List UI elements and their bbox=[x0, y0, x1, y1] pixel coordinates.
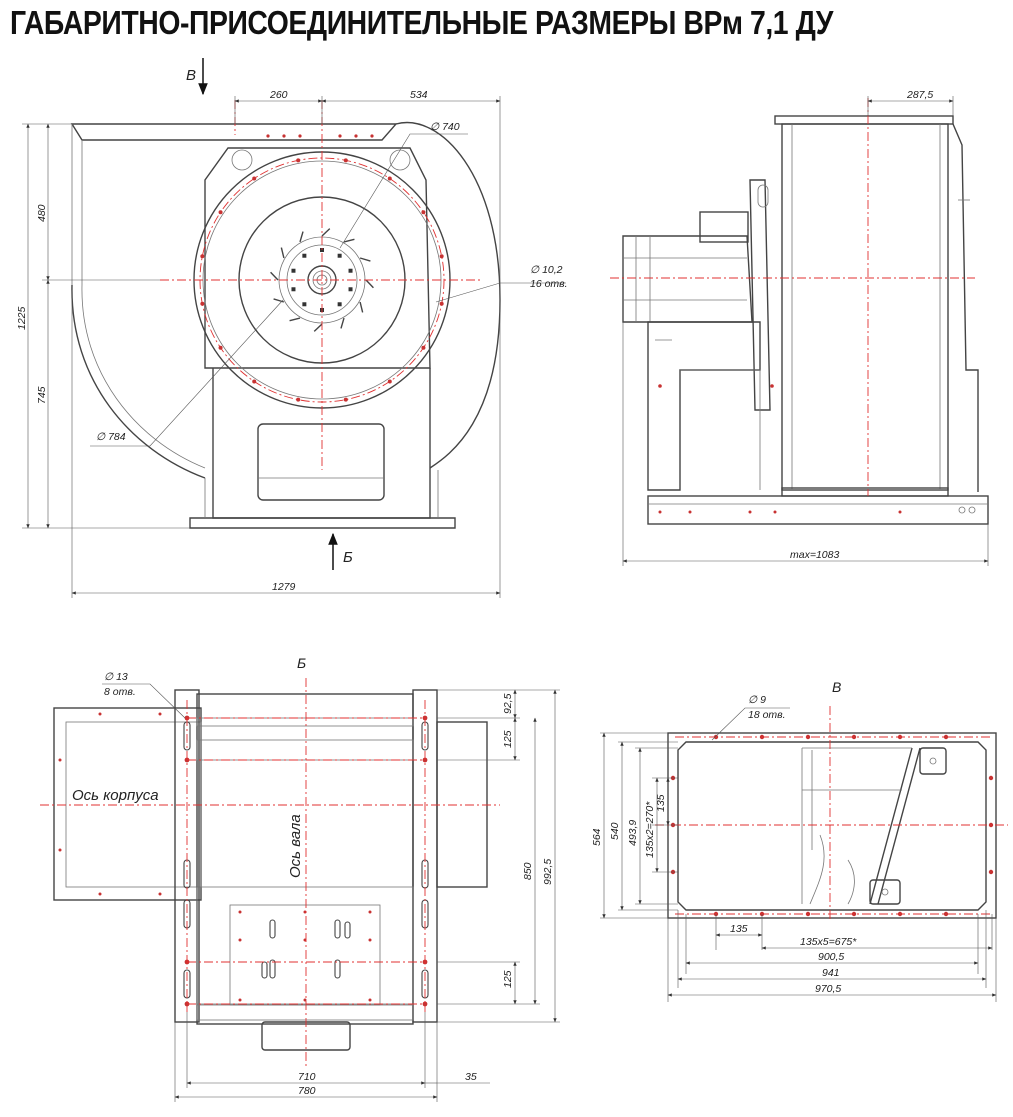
blade-mark bbox=[359, 257, 371, 262]
dim-1225: 1225 bbox=[16, 306, 28, 330]
blade-mark bbox=[343, 238, 355, 243]
flange-hole bbox=[252, 176, 257, 181]
dim-564: 564 bbox=[591, 828, 603, 846]
axis-shaft-label: Ось вала bbox=[287, 814, 304, 878]
dim-540: 540 bbox=[609, 822, 621, 840]
blade-mark bbox=[289, 317, 301, 322]
dim-92-5: 92,5 bbox=[502, 693, 514, 714]
outlet-view: В ∅ 9 18 отв. bbox=[591, 679, 1008, 1002]
blade-mark bbox=[313, 323, 323, 332]
hub-slot bbox=[302, 253, 307, 258]
flange-hole bbox=[387, 379, 392, 384]
dim-260: 260 bbox=[269, 89, 288, 101]
outlet-holes bbox=[670, 734, 994, 917]
dim-287-5: 287,5 bbox=[906, 89, 933, 101]
dim-493-9: 493,9 bbox=[627, 820, 639, 846]
dim-992-5: 992,5 bbox=[542, 859, 554, 885]
flange-hole bbox=[296, 158, 301, 163]
dim-480: 480 bbox=[36, 204, 48, 222]
flange-hole bbox=[296, 397, 301, 402]
flange-hole bbox=[200, 254, 205, 259]
blade-mark bbox=[273, 298, 285, 303]
blade-mark bbox=[321, 228, 331, 237]
page-title: ГАБАРИТНО-ПРИСОЕДИНИТЕЛЬНЫЕ РАЗМЕРЫ ВРм … bbox=[10, 4, 833, 41]
flange-hole bbox=[343, 397, 348, 402]
axis-case-label: Ось корпуса bbox=[72, 787, 159, 804]
flange-hole bbox=[218, 210, 223, 215]
dim-35: 35 bbox=[465, 1071, 477, 1083]
blade-mark bbox=[340, 317, 345, 329]
front-view: В Б 260 534 1225 480 745 1279 ∅ 740 ∅ 10… bbox=[16, 58, 568, 598]
dim-745: 745 bbox=[36, 386, 48, 404]
hole-dia-9: ∅ 9 bbox=[748, 694, 766, 706]
outlet-hole bbox=[943, 734, 949, 740]
flange-holes bbox=[200, 158, 444, 402]
dim-534: 534 bbox=[410, 89, 428, 101]
flange-hole bbox=[387, 176, 392, 181]
hole-count-16: 16 отв. bbox=[530, 278, 568, 290]
dim-135x5: 135x5=675* bbox=[800, 936, 857, 948]
dim-135-horizontal: 135 bbox=[730, 923, 748, 935]
blade-mark bbox=[365, 279, 374, 289]
hub-slot bbox=[337, 302, 342, 307]
outlet-view-label: В bbox=[832, 679, 841, 695]
hub-slot bbox=[291, 287, 296, 292]
mounting-hole bbox=[422, 1001, 428, 1007]
dim-1279: 1279 bbox=[272, 581, 296, 593]
blade-mark bbox=[299, 231, 304, 243]
blade-mark bbox=[359, 301, 364, 313]
dim-900-5: 900,5 bbox=[818, 951, 844, 963]
hub-slot bbox=[348, 268, 353, 273]
bottom-view: Б bbox=[40, 655, 560, 1102]
front-arrow-top-label: В bbox=[186, 67, 196, 84]
hole-count-18: 18 отв. bbox=[748, 709, 786, 721]
dim-850: 850 bbox=[522, 862, 534, 880]
hole-dia-10: ∅ 10,2 bbox=[530, 264, 563, 276]
hub-slot bbox=[348, 287, 353, 292]
dim-941: 941 bbox=[822, 967, 840, 979]
dim-780: 780 bbox=[298, 1085, 316, 1097]
flange-hole bbox=[421, 210, 426, 215]
front-arrow-bottom-label: Б bbox=[343, 549, 353, 566]
dim-dia-784: ∅ 784 bbox=[96, 431, 126, 443]
bottom-view-label: Б bbox=[297, 655, 306, 671]
flange-hole bbox=[343, 158, 348, 163]
hub-slot bbox=[291, 268, 296, 273]
flange-hole bbox=[421, 345, 426, 350]
flange-hole bbox=[439, 254, 444, 259]
hole-count-8: 8 отв. bbox=[104, 686, 136, 698]
flange-hole bbox=[218, 345, 223, 350]
hub-slot bbox=[337, 253, 342, 258]
hub-slot bbox=[302, 302, 307, 307]
dim-125-bottom: 125 bbox=[502, 970, 514, 988]
outlet-hole bbox=[988, 775, 994, 781]
flange-hole bbox=[200, 301, 205, 306]
dim-970-5: 970,5 bbox=[815, 983, 841, 995]
side-view: 287,5 max=1083 bbox=[610, 89, 989, 566]
flange-hole bbox=[252, 379, 257, 384]
dim-135-vertical: 135 bbox=[655, 794, 667, 812]
outlet-hole bbox=[943, 911, 949, 917]
flange-hole bbox=[439, 301, 444, 306]
blade-mark bbox=[280, 247, 285, 259]
dim-125-top: 125 bbox=[502, 730, 514, 748]
hole-dia-13: ∅ 13 bbox=[104, 671, 128, 683]
dim-max-1083: max=1083 bbox=[790, 549, 839, 561]
dim-710: 710 bbox=[298, 1071, 316, 1083]
dim-dia-740: ∅ 740 bbox=[430, 121, 460, 133]
blade-mark bbox=[270, 271, 279, 281]
outlet-hole bbox=[988, 869, 994, 875]
dim-135x2: 135x2=270* bbox=[644, 801, 656, 858]
